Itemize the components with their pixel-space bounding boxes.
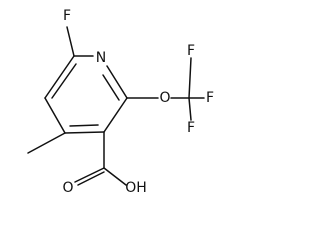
atom-label-f-cf3-top: F xyxy=(187,43,195,59)
bonds xyxy=(27,26,205,186)
bond-c3-c4-inner xyxy=(69,124,99,127)
bond-n-c2 xyxy=(106,65,128,99)
atom-label-f-ring: F xyxy=(63,8,71,24)
bond-c4-c5 xyxy=(44,97,66,134)
bond-carboxyl-o-double-a xyxy=(74,167,105,183)
atom-label-oh: OH xyxy=(125,180,147,196)
bond-c3-c4 xyxy=(64,131,105,134)
atom-label-o-carbonyl: O xyxy=(62,180,73,196)
bond-carboxyl-oh xyxy=(103,167,127,186)
atom-label-o-ether: O xyxy=(159,90,170,106)
bond-c5-c6 xyxy=(44,55,75,99)
atom-label-f-cf3-right: F xyxy=(206,90,214,106)
atom-labels: F N O F F F O OH xyxy=(62,8,214,196)
atom-label-f-cf3-bottom: F xyxy=(187,120,195,136)
atom-label-n-ring: N xyxy=(96,50,106,66)
skeletal-formula: F N O F F F O OH xyxy=(27,8,214,196)
bond-n-c2-inner xyxy=(102,74,120,101)
bond-cf3-f-top xyxy=(188,57,192,99)
bond-c4-methyl xyxy=(27,132,66,154)
bond-c5-c6-inner xyxy=(51,63,77,99)
bond-c2-c3 xyxy=(103,97,128,133)
bond-cf3-f-bottom xyxy=(188,97,192,121)
bond-carboxyl-o-double-b xyxy=(77,171,105,186)
bond-c6-f xyxy=(66,26,75,57)
